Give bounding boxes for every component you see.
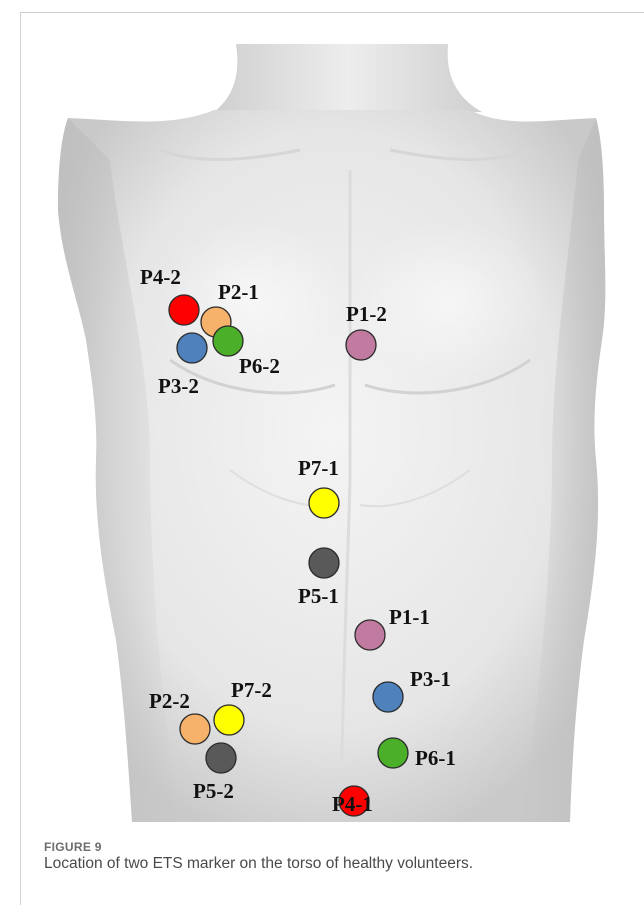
marker-dot-p1-1 [355, 620, 385, 650]
marker-dot-p6-2 [213, 326, 243, 356]
marker-dot-p5-1 [309, 548, 339, 578]
marker-dot-p6-1 [378, 738, 408, 768]
marker-label-p3-2: P3-2 [158, 374, 199, 398]
figure-caption: Location of two ETS marker on the torso … [44, 855, 473, 873]
marker-label-p6-1: P6-1 [415, 746, 456, 770]
marker-dot-p5-2 [206, 743, 236, 773]
marker-label-p6-2: P6-2 [239, 354, 280, 378]
neck [214, 44, 482, 112]
marker-dot-p1-2 [346, 330, 376, 360]
marker-label-p2-2: P2-2 [149, 689, 190, 713]
marker-dot-p7-2 [214, 705, 244, 735]
marker-label-p7-1: P7-1 [298, 456, 339, 480]
marker-dot-p2-2 [180, 714, 210, 744]
marker-label-p1-2: P1-2 [346, 302, 387, 326]
marker-label-p7-2: P7-2 [231, 678, 272, 702]
marker-label-p4-1: P4-1 [332, 792, 373, 816]
torso-diagram: P4-2P2-1P3-2 P6-2 P1-2P7-1P5-1P1-1P3-1P2-2… [0, 0, 644, 830]
marker-dot-p3-1 [373, 682, 403, 712]
marker-label-p2-1: P2-1 [218, 280, 259, 304]
marker-label-p4-2: P4-2 [140, 265, 181, 289]
marker-dot-p4-2 [169, 295, 199, 325]
marker-dot-p7-1 [309, 488, 339, 518]
marker-label-p5-2: P5-2 [193, 779, 234, 803]
marker-label-p3-1: P3-1 [410, 667, 451, 691]
marker-label-p1-1: P1-1 [389, 605, 430, 629]
right-pec-highlight [355, 220, 545, 380]
marker-label-p5-1: P5-1 [298, 584, 339, 608]
figure-label: FIGURE 9 [44, 840, 102, 854]
marker-dot-p3-2 [177, 333, 207, 363]
